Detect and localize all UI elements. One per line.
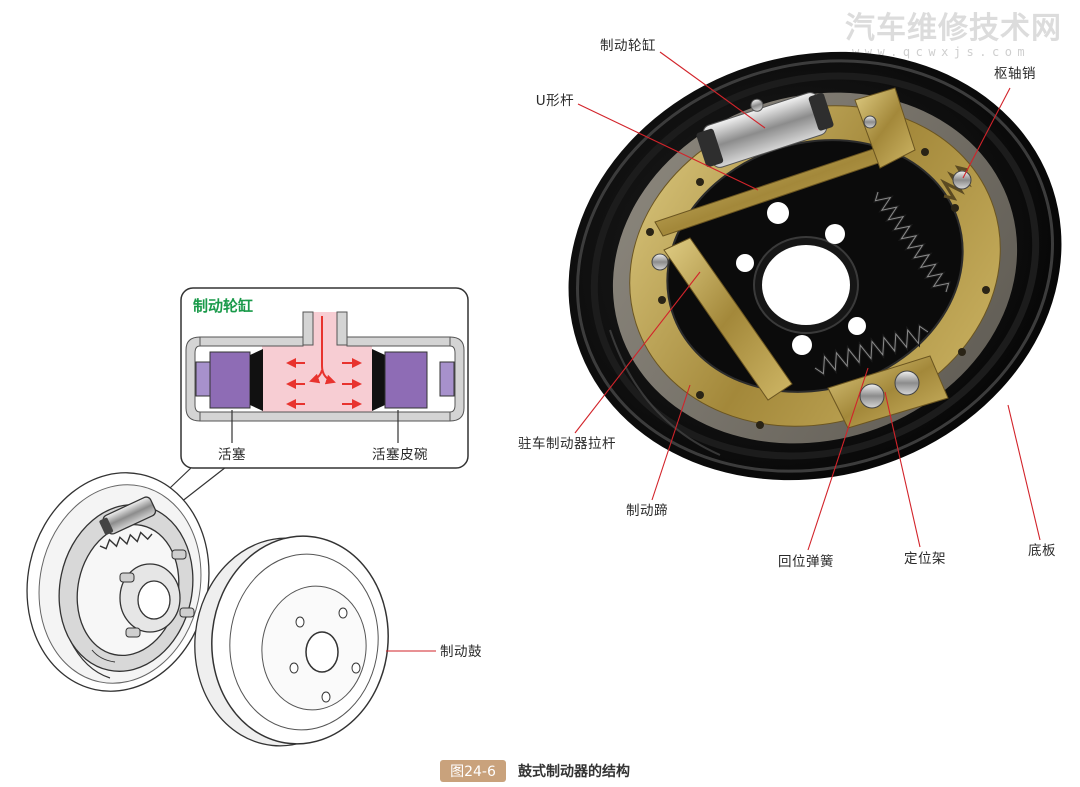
piston-cup-left xyxy=(250,349,263,411)
pivot-pin xyxy=(940,165,972,201)
line-wheel-cylinder xyxy=(99,496,157,535)
line-backing-plate xyxy=(26,472,210,692)
label-backing-plate: 底板 xyxy=(1028,543,1056,559)
figure-caption: 图24-6 鼓式制动器的结构 xyxy=(440,760,630,782)
label-u-lever: U形杆 xyxy=(536,93,574,109)
watermark-url: www.qcwxjs.com xyxy=(852,45,1030,59)
line-hub xyxy=(119,549,195,638)
cylinder-section xyxy=(185,311,465,422)
callout-labels: 制动轮缸 U形杆 枢轴销 驻车制动器拉杆 制动蹄 回位弹簧 定位架 底板 xyxy=(518,37,1056,570)
label-parking-lever: 驻车制动器拉杆 xyxy=(518,435,616,452)
label-brake-shoe: 制动蹄 xyxy=(626,502,668,519)
line-return-spring xyxy=(99,531,153,550)
leader-u-lever xyxy=(577,103,759,191)
label-wheel-cylinder: 制动轮缸 xyxy=(600,37,656,54)
leader-brake-shoe xyxy=(651,384,691,501)
locator-bracket xyxy=(827,355,949,429)
label-brake-drum: 制动鼓 xyxy=(440,644,482,660)
hub-plate xyxy=(736,202,866,355)
inset-title: 制动轮缸 xyxy=(193,297,253,315)
leader-backing-plate xyxy=(1007,404,1041,541)
leader-pivot-pin xyxy=(962,87,1011,179)
fluid-inlet xyxy=(313,312,337,346)
u-lever xyxy=(654,87,916,237)
piston-cup-right xyxy=(372,349,385,411)
leader-wheel-cylinder xyxy=(659,51,766,129)
caption-text: 鼓式制动器的结构 xyxy=(518,763,630,780)
line-brake-drum xyxy=(194,535,389,747)
watermark: 汽车维修技术网 www.qcwxjs.com xyxy=(845,11,1062,59)
label-return-spring: 回位弹簧 xyxy=(778,554,834,570)
parking-brake-lever xyxy=(651,237,793,401)
leader-return-spring xyxy=(807,367,869,551)
label-pivot-pin: 枢轴销 xyxy=(994,66,1036,82)
caption-badge xyxy=(440,760,506,782)
label-locator: 定位架 xyxy=(904,551,946,567)
return-spring xyxy=(814,191,951,377)
dust-boot-left xyxy=(195,361,211,397)
pressure-arrows xyxy=(286,316,362,409)
piston-right xyxy=(384,351,428,409)
leader-parking-lever xyxy=(574,271,701,434)
wheel-cylinder xyxy=(696,92,834,168)
label-piston-cup: 活塞皮碗 xyxy=(372,446,428,463)
brake-line-drawing: 制动鼓 xyxy=(26,472,482,747)
label-piston: 活塞 xyxy=(218,446,246,463)
wheel-cylinder-inset: 制动轮缸 xyxy=(149,287,469,521)
watermark-title: 汽车维修技术网 xyxy=(845,11,1062,46)
piston-left xyxy=(209,351,251,409)
dust-boot-right xyxy=(439,361,455,397)
leader-locator xyxy=(884,391,921,548)
caption-number: 图24-6 xyxy=(450,764,496,780)
